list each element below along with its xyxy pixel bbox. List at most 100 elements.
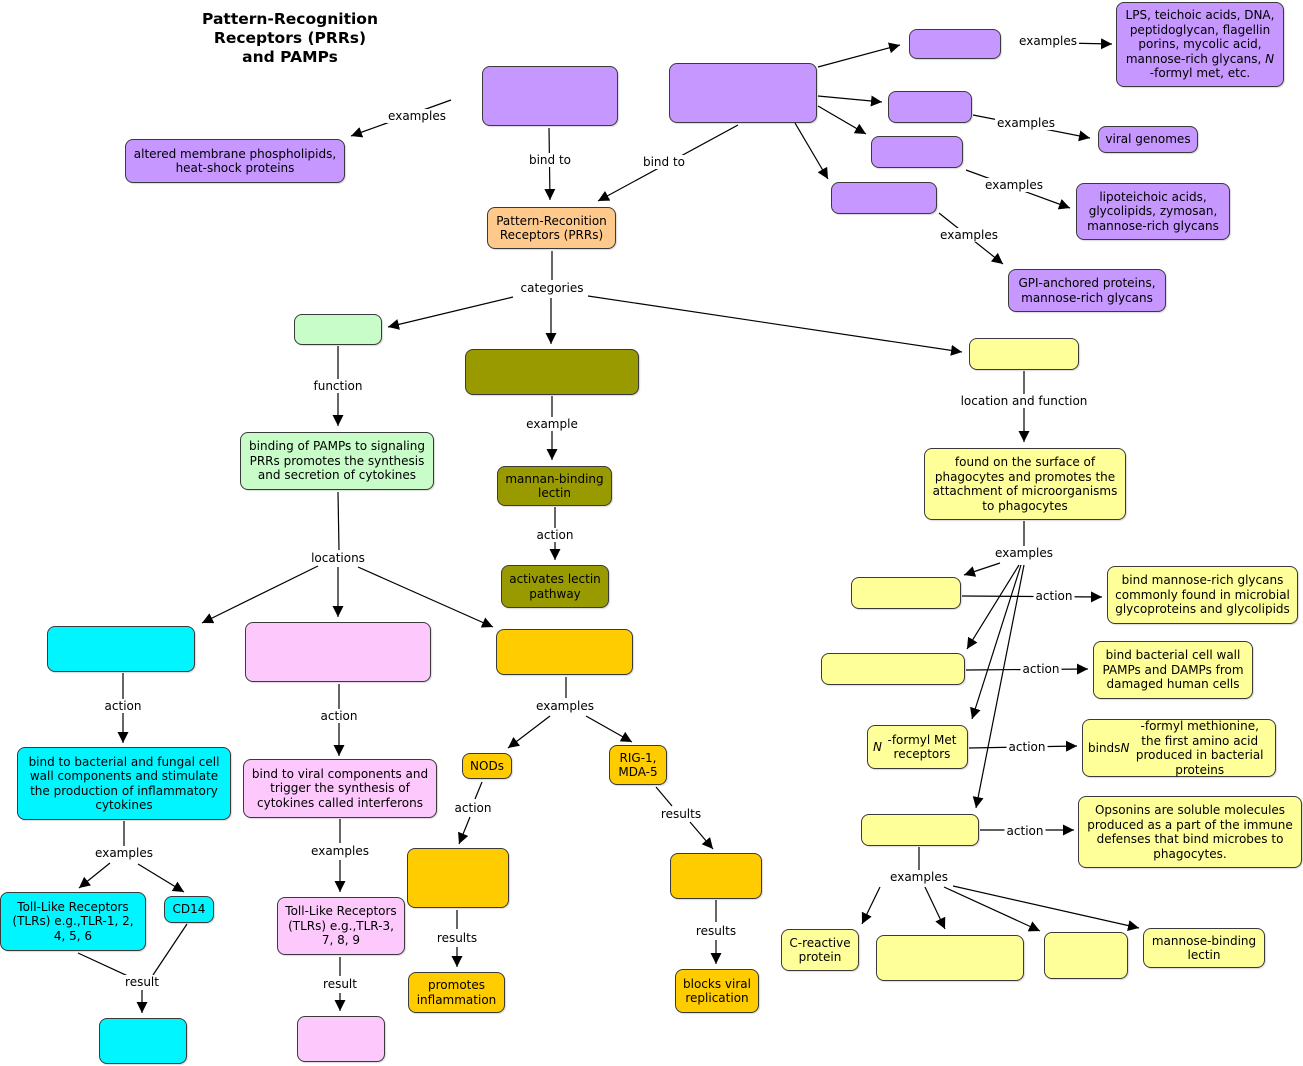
arrow-connector [952, 885, 1140, 931]
arrow-connector [817, 95, 883, 107]
arrow-connector [78, 862, 111, 889]
arrow-connector [963, 562, 1001, 577]
c-reactive-protein-box: C-reactive protein [781, 929, 859, 971]
link-label-results: results [658, 807, 704, 821]
link-label-bind-to: bind to [526, 153, 574, 167]
opsonin-action-box: Opsonins are soluble molecules produced … [1078, 796, 1302, 868]
promotes-inflammation-box: promotes inflammation [408, 972, 505, 1013]
link-label-action: action [1006, 740, 1048, 754]
damp-examples-box: altered membrane phospholipids, heat-sho… [125, 139, 345, 183]
link-label-examples: examples [983, 178, 1045, 192]
nformyl-action-box: binds N -formyl methionine, the first am… [1082, 719, 1276, 777]
link-label-examples: examples [386, 109, 448, 123]
arrow-connector [587, 295, 963, 356]
arrow-connector [507, 715, 551, 749]
pamp-box [669, 63, 817, 123]
link-label-function: function [311, 379, 365, 393]
arrow-connector [943, 886, 1041, 932]
link-label-categories: categories [518, 281, 586, 295]
arrow-connector [817, 42, 901, 68]
link-label-action: action [534, 528, 576, 542]
pamp-bacteria-examples-box: LPS, teichoic acids, DNA, peptidoglycan,… [1116, 2, 1284, 87]
tlr-endosomal-box: Toll-Like Receptors (TLRs) e.g.,TLR-3, 7… [277, 897, 405, 955]
arrow-connector [861, 886, 881, 925]
rig-mda-box: RIG-1, MDA-5 [609, 745, 667, 785]
link-label-location-and-function: location and function [958, 394, 1090, 408]
pamp-fungi-examples-box: lipoteichoic acids, glycolipids, zymosan… [1076, 183, 1230, 240]
cd14-box: CD14 [164, 896, 214, 923]
endocytic-prr-box [969, 338, 1079, 370]
line-connector [474, 781, 483, 800]
pamp-bacteria-examples-text: LPS, teichoic acids, DNA, peptidoglycan,… [1125, 8, 1275, 81]
signaling-function-box: binding of PAMPs to signaling PRRs promo… [240, 432, 434, 490]
scavenger-receptor-box [821, 653, 965, 685]
blocks-viral-replication-box: blocks viral replication [675, 969, 759, 1013]
line-connector [337, 491, 340, 551]
arrow-connector [966, 564, 1020, 650]
pamp-virus-examples-box: viral genomes [1098, 126, 1198, 153]
endosomal-result-box [297, 1016, 385, 1062]
link-label-examples: examples [938, 228, 1000, 242]
opsonin-example-box-2 [876, 935, 1024, 981]
arrow-connector [585, 715, 633, 743]
arrow-connector [961, 591, 1103, 603]
link-label-action: action [1004, 824, 1046, 838]
surface-action-box: bind to bacterial and fungal cell wall c… [17, 747, 231, 820]
arrow-connector [201, 565, 319, 624]
arrow-connector [924, 886, 946, 930]
damp-box [482, 66, 618, 126]
mannan-binding-lectin-box: mannan-binding lectin [497, 466, 612, 506]
link-label-action: action [1033, 589, 1075, 603]
link-label-results: results [434, 931, 480, 945]
cytoplasmic-box [496, 629, 633, 675]
endocytic-function-box: found on the surface of phagocytes and p… [924, 448, 1126, 520]
link-label-action: action [318, 709, 360, 723]
nod-action-box [407, 848, 509, 908]
link-label-examples: examples [534, 699, 596, 713]
link-label-examples: examples [309, 844, 371, 858]
line-connector [77, 952, 131, 978]
link-label-action: action [102, 699, 144, 713]
link-label-examples: examples [993, 546, 1055, 560]
map-title: Pattern-Recognition Receptors (PRRs) and… [202, 10, 378, 66]
mannose-binding-lectin-box: mannose-binding lectin [1143, 928, 1265, 968]
signaling-prr-box [294, 314, 382, 345]
arrow-connector [137, 863, 185, 893]
arrow-connector [972, 564, 1025, 809]
link-label-example: example [524, 417, 580, 431]
link-label-results: results [693, 924, 739, 938]
pamp-bacteria-box [909, 29, 1001, 59]
cell-surface-box [47, 626, 195, 672]
nods-box: NODs [462, 753, 512, 779]
link-label-bind-to: bind to [640, 155, 688, 169]
link-label-action: action [452, 801, 494, 815]
endosomal-action-box: bind to viral components and trigger the… [243, 759, 437, 818]
surface-result-box [99, 1018, 187, 1064]
link-label-examples: examples [888, 870, 950, 884]
arrow-connector [970, 564, 1022, 720]
line-connector [152, 923, 188, 976]
arrow-connector [689, 821, 714, 850]
arrow-connector [387, 296, 514, 330]
rig-result-box [670, 853, 762, 899]
link-label-examples: examples [93, 846, 155, 860]
prr-box: Pattern-Reconition Receptors (PRRs) [487, 207, 616, 249]
link-label-result: result [123, 975, 161, 989]
link-label-examples: examples [1017, 34, 1079, 48]
line-connector [655, 786, 673, 807]
opsonin-example-box-3 [1044, 932, 1128, 979]
mannose-receptor-box [851, 577, 961, 609]
pamp-fungi-box [871, 136, 963, 168]
link-label-result: result [321, 977, 359, 991]
link-label-examples: examples [995, 116, 1057, 130]
tlr-surface-box: Toll-Like Receptors (TLRs) e.g.,TLR-1, 2… [0, 892, 146, 951]
opsonin-box [861, 814, 979, 846]
arrow-connector [817, 105, 867, 135]
scavenger-action-box: bind bacterial cell wall PAMPs and DAMPs… [1093, 641, 1253, 699]
arrow-connector [458, 816, 471, 845]
secreted-prr-box [465, 349, 639, 395]
lectin-pathway-box: activates lectin pathway [501, 565, 609, 608]
pamp-protozoa-examples-box: GPI-anchored proteins, mannose-rich glyc… [1008, 269, 1166, 312]
